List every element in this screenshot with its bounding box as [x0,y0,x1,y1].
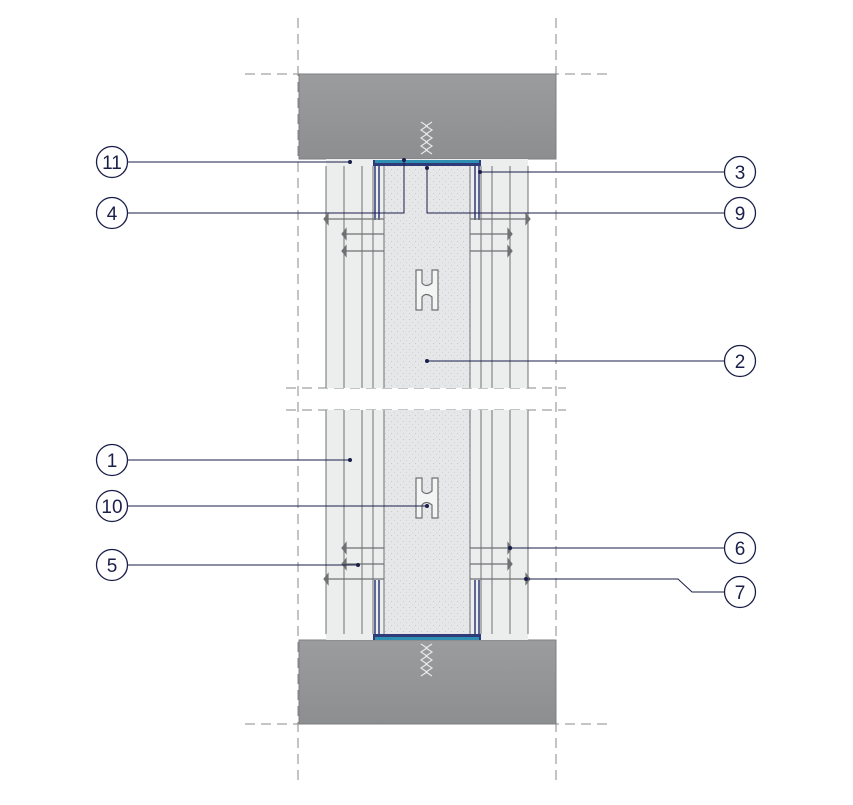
callout-6-label: 6 [735,539,746,560]
bottom-sealant-strip [375,637,479,640]
callout-5: 5 [95,548,129,582]
callout-7-label: 7 [735,583,746,604]
stud-symbol-lower [415,477,439,519]
bottom-anchor [419,643,434,677]
callout-2-label: 2 [735,352,746,373]
callout-11-label: 11 [102,153,122,174]
callout-4-label: 4 [107,204,118,225]
callout-11: 11 [95,145,129,179]
lower-wall-segment [323,410,531,640]
leader-lines [128,160,724,593]
callout-7: 7 [723,575,757,609]
bottom-concrete-slab [298,639,557,725]
callout-6: 6 [723,531,757,565]
upper-right-screws [470,212,531,258]
callout-9: 9 [723,196,757,230]
callout-3-label: 3 [735,163,746,184]
top-anchor [419,121,434,155]
lower-left-screws [323,541,384,586]
top-sealant-strip [375,160,479,163]
upper-left-screws [323,212,384,258]
callout-10-label: 10 [101,497,122,518]
callout-2: 2 [723,344,757,378]
callouts: 11 4 1 10 5 3 9 2 [95,145,757,609]
top-concrete-slab [298,73,557,160]
leader-dots [348,158,528,581]
callout-1: 1 [95,443,129,477]
stud-symbol-upper [415,269,439,311]
callout-1-label: 1 [107,451,118,472]
callout-9-label: 9 [735,204,746,225]
callout-10: 10 [95,489,129,523]
callout-3: 3 [723,155,757,189]
callout-5-label: 5 [107,556,118,577]
callout-4: 4 [95,196,129,230]
